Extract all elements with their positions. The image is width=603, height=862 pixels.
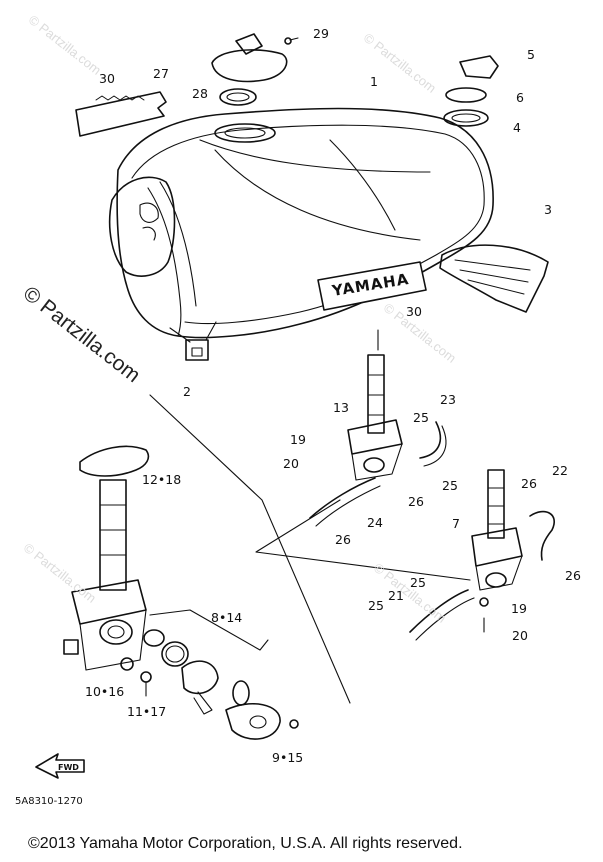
forward-arrow-label: FWD <box>58 763 79 772</box>
fitting-2 <box>185 339 209 361</box>
callout-25c: 25 <box>410 575 426 590</box>
callout-9-15: 9•15 <box>272 750 304 765</box>
callout-20a: 20 <box>283 456 299 471</box>
petcock-detail <box>63 445 299 740</box>
top-bracket <box>459 55 499 79</box>
callout-30b: 30 <box>406 304 422 319</box>
hose-22 <box>529 510 555 561</box>
callout-25d: 25 <box>368 598 384 613</box>
callout-2: 2 <box>183 384 191 399</box>
callout-26c: 26 <box>521 476 537 491</box>
callout-19a: 19 <box>290 432 306 447</box>
detail-leader <box>149 394 351 704</box>
petcock-13 <box>347 354 403 481</box>
callout-1: 1 <box>370 74 378 89</box>
tank-cap <box>211 33 299 83</box>
callout-22: 22 <box>552 463 568 478</box>
diagram-part-number: 5A8310-1270 <box>15 796 83 807</box>
callout-7: 7 <box>452 516 460 531</box>
callout-6: 6 <box>516 90 524 105</box>
emblem-30-top <box>75 91 167 137</box>
callout-26d: 26 <box>565 568 581 583</box>
copyright-notice: ©2013 Yamaha Motor Corporation, U.S.A. A… <box>28 835 463 852</box>
callout-28: 28 <box>192 86 208 101</box>
callout-24: 24 <box>367 515 383 530</box>
callout-30a: 30 <box>99 71 115 86</box>
callout-12-18: 12•18 <box>142 472 182 487</box>
petcock-7 <box>471 469 523 591</box>
callout-19b: 19 <box>511 601 527 616</box>
hose-24 <box>309 477 376 519</box>
cap-gasket <box>219 88 257 106</box>
callout-4: 4 <box>513 120 521 135</box>
callout-27: 27 <box>153 66 169 81</box>
side-cover <box>439 244 549 313</box>
callout-25a: 25 <box>413 410 429 425</box>
callout-21: 21 <box>388 588 404 603</box>
hose-21 <box>409 589 469 633</box>
callout-8-14: 8•14 <box>211 610 243 625</box>
callout-3: 3 <box>544 202 552 217</box>
gasket-4 <box>443 109 489 127</box>
screw-19 <box>479 597 489 607</box>
callout-29: 29 <box>313 26 329 41</box>
callout-10-16: 10•16 <box>85 684 125 699</box>
callout-20b: 20 <box>512 628 528 643</box>
hose-23 <box>419 421 442 459</box>
callout-23: 23 <box>440 392 456 407</box>
forward-arrow <box>35 753 85 779</box>
callout-13: 13 <box>333 400 349 415</box>
ring-6 <box>445 87 487 103</box>
fuel-tank <box>108 107 494 339</box>
callout-5: 5 <box>527 47 535 62</box>
callout-25b: 25 <box>442 478 458 493</box>
callout-26b: 26 <box>335 532 351 547</box>
callout-26a: 26 <box>408 494 424 509</box>
callout-11-17: 11•17 <box>127 704 167 719</box>
